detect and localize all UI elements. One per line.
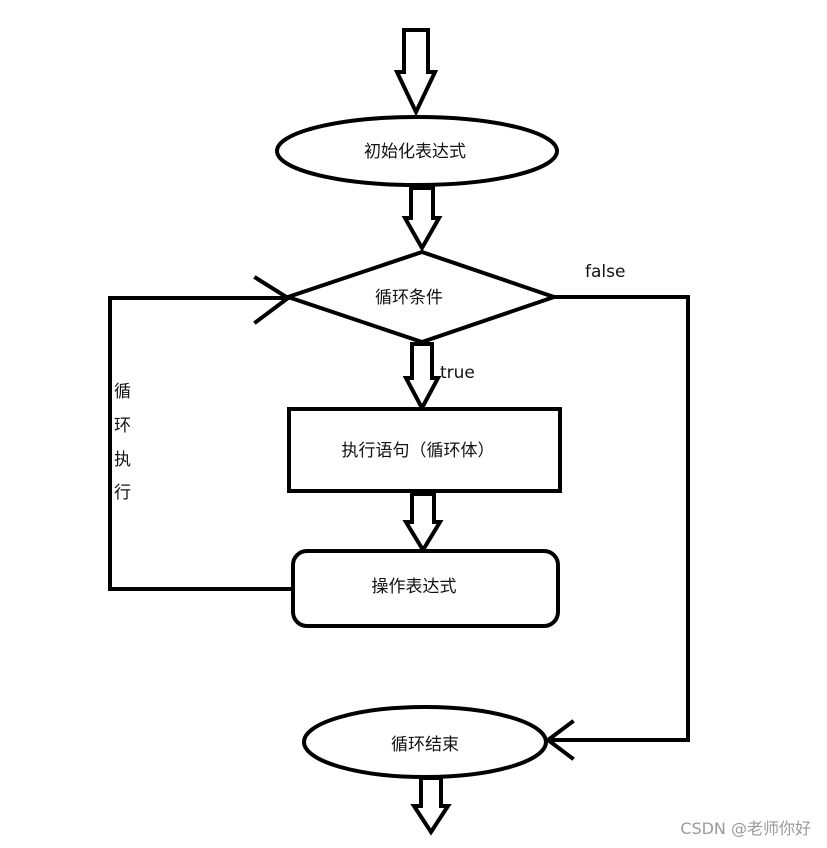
body-to-update-arrow (402, 492, 444, 554)
init-to-condition-arrow (401, 186, 443, 253)
update-label: 操作表达式 (372, 577, 457, 597)
loop-back-arrowhead (253, 275, 292, 325)
end-label: 循环结束 (391, 735, 459, 755)
loop-back-line (108, 296, 295, 591)
body-label: 执行语句（循环体） (342, 441, 495, 461)
false-exit-arrowhead (544, 719, 575, 761)
true-edge-label: true (440, 363, 475, 383)
exit-arrow (410, 776, 452, 836)
condition-label: 循环条件 (375, 288, 443, 308)
false-exit-line (546, 295, 690, 742)
loop-side-char-2: 环 (114, 416, 131, 436)
watermark: CSDN @老师你好 (680, 819, 811, 838)
init-node (275, 115, 559, 187)
loop-side-char-3: 执 (114, 450, 131, 470)
loop-side-char-1: 循 (114, 382, 131, 402)
entry-arrow (393, 28, 439, 117)
loop-side-char-4: 行 (114, 483, 131, 503)
condition-node (281, 249, 561, 345)
body-node (287, 407, 562, 493)
false-edge-label: false (585, 262, 625, 282)
condition-to-body-arrow (402, 342, 442, 413)
init-label: 初始化表达式 (364, 142, 466, 162)
